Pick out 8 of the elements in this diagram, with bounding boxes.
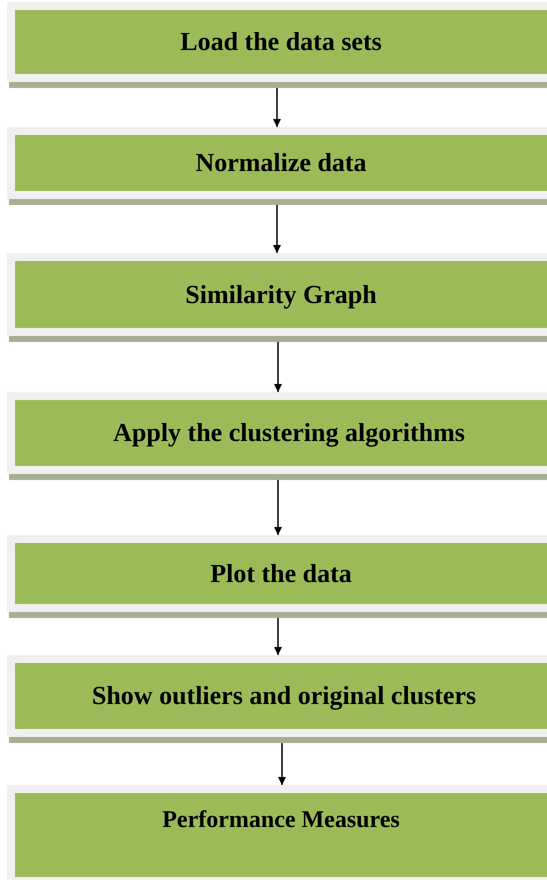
step-label: Similarity Graph [185,280,377,310]
process-box [7,785,547,880]
step-label: Plot the data [210,558,352,588]
step-label: Normalize data [195,148,367,178]
step-label: Apply the clustering algorithms [113,418,465,448]
step-label: Load the data sets [180,27,382,57]
step-label: Performance Measures [162,807,400,834]
step-label: Show outliers and original clusters [92,681,476,711]
